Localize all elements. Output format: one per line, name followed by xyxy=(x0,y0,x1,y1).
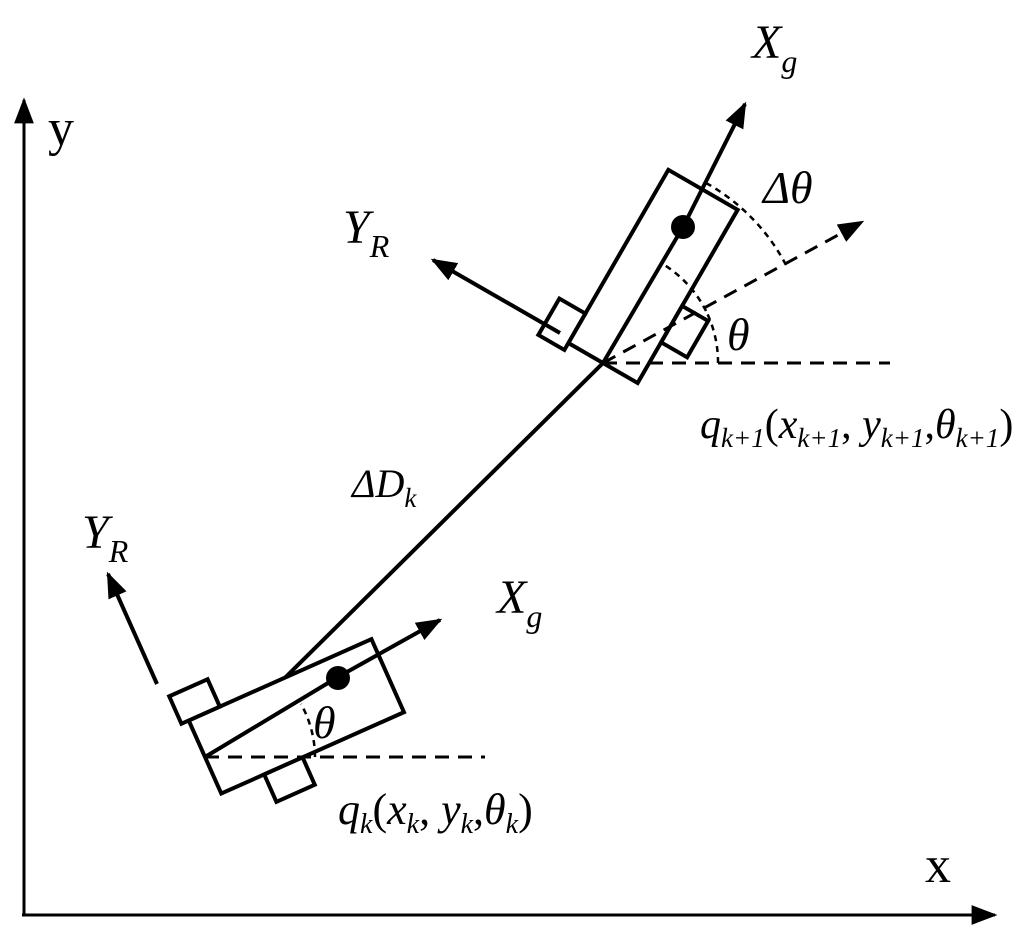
robot-k1-wheel-left xyxy=(535,295,589,353)
robot-k1-yr-label: YR xyxy=(343,201,390,264)
robot-k-xg-label: Xg xyxy=(495,571,542,634)
robot-k1: θ Δθ Xg YR qk+1(xk+1, yk+1,θk+1) xyxy=(343,16,1013,453)
robot-k-theta-arc xyxy=(299,703,317,758)
robot-k1-theta-arc-outer xyxy=(704,310,720,364)
robot-k1-theta-arc-inner xyxy=(660,261,708,312)
robot-k1-heading-line xyxy=(601,225,685,365)
robot-k1-center-point xyxy=(671,215,695,239)
robot-k-yr-arrow xyxy=(106,571,159,685)
robot-k-wheel-right xyxy=(261,754,318,805)
robot-k-theta-label: θ xyxy=(313,697,336,748)
robot-k1-yr-arrow xyxy=(430,258,561,335)
robot-k-wheel-left xyxy=(166,676,223,727)
robot-k-center-point xyxy=(326,666,350,690)
robot-k1-pose-label: qk+1(xk+1, yk+1,θk+1) xyxy=(700,402,1013,453)
y-axis-label: y xyxy=(48,100,74,157)
displacement-label: ΔDk xyxy=(350,461,417,513)
robot-k-heading-line xyxy=(203,675,340,759)
robot-k1-xg-label: Xg xyxy=(750,16,797,79)
robot-k1-delta-theta-label: Δθ xyxy=(761,162,813,213)
robot-k: θ Xg YR qk(xk, yk,θk) xyxy=(82,506,542,840)
robot-k-xg-arrow xyxy=(337,618,443,679)
x-axis-label: x xyxy=(925,837,951,894)
robot-k1-xg-arrow xyxy=(681,101,747,228)
robot-k-pose-label: qk(xk, yk,θk) xyxy=(338,785,533,840)
robot-k-yr-label: YR xyxy=(82,506,129,569)
robot-k1-delta-theta-arc xyxy=(705,181,788,266)
global-axes: y x xyxy=(14,97,998,925)
robot-k1-theta-label: θ xyxy=(727,309,750,360)
robot-k1-previous-heading xyxy=(602,220,865,365)
